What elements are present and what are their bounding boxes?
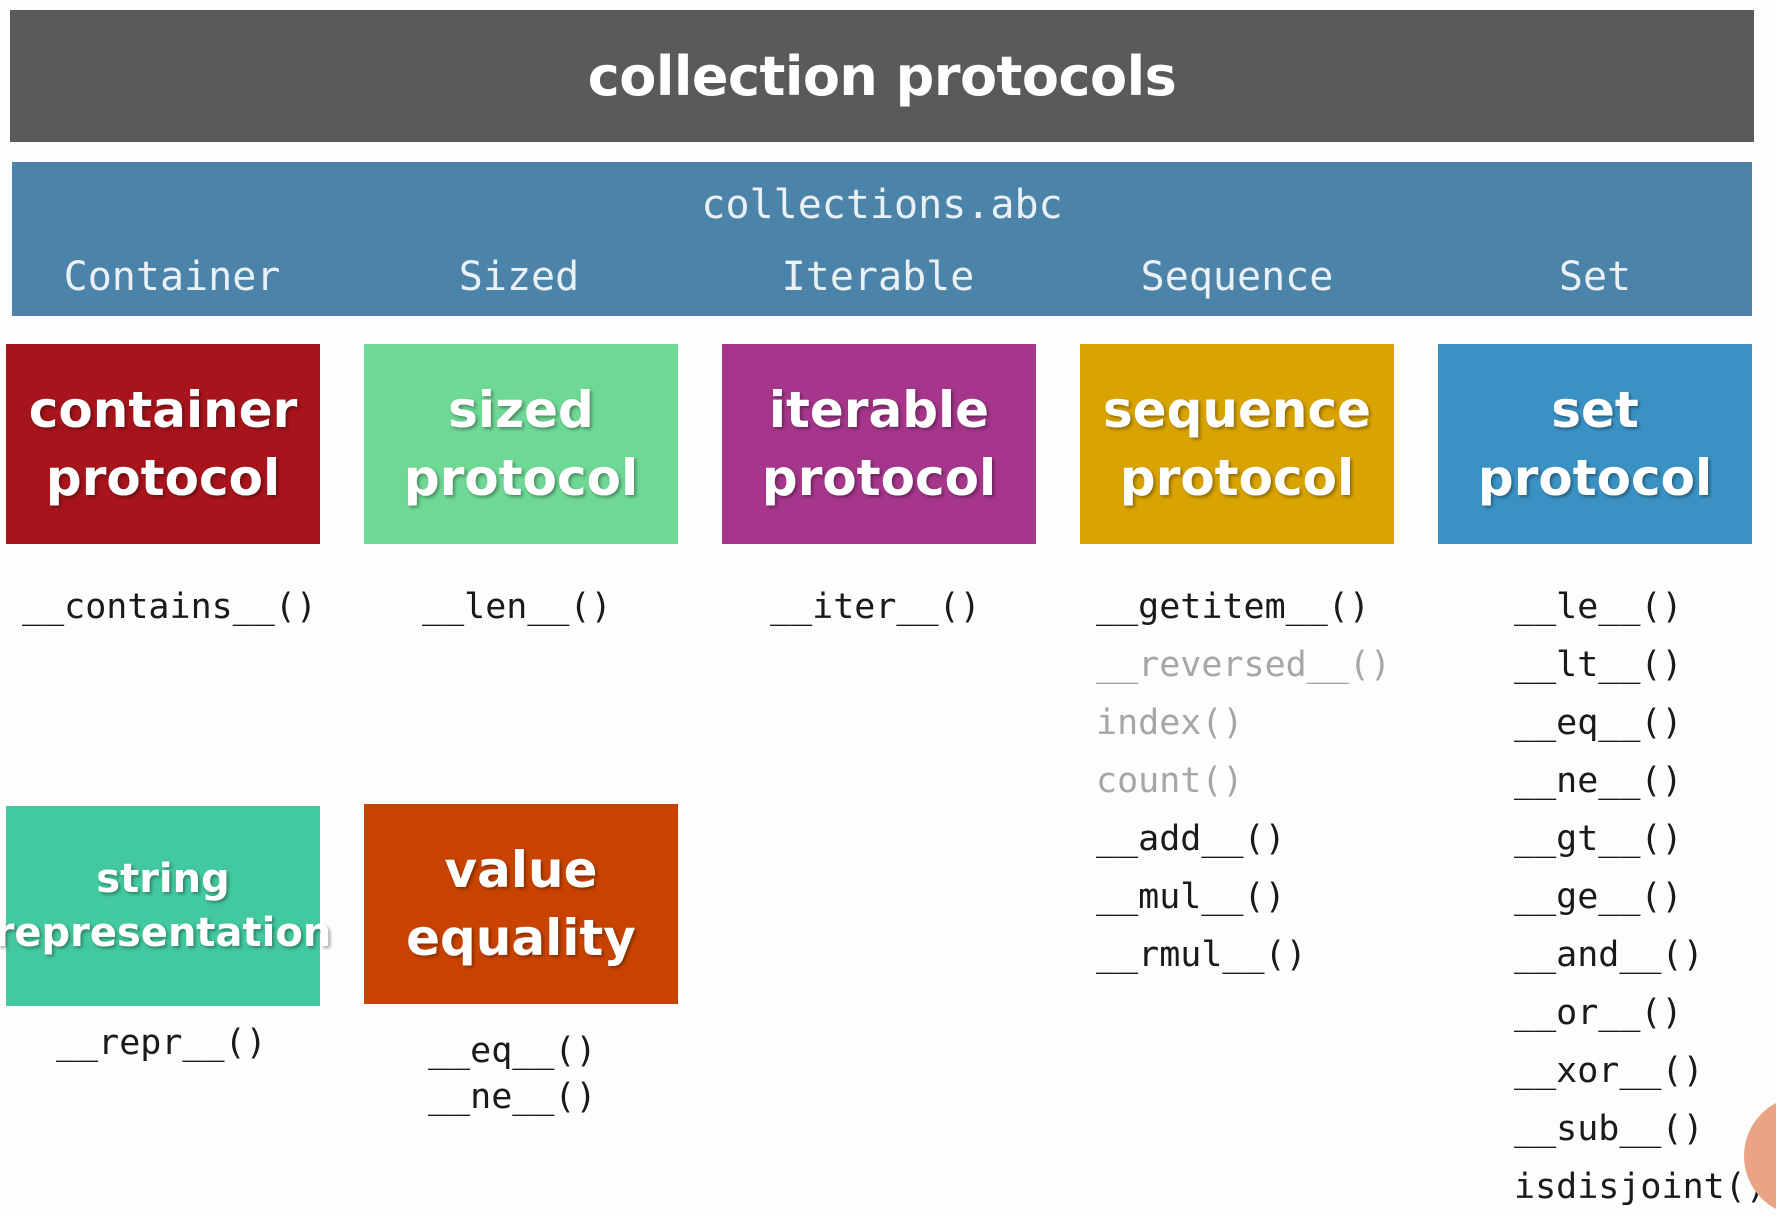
method-item: __and__() — [1514, 935, 1704, 975]
method-item: __mul__() — [1096, 877, 1286, 917]
method-item: index() — [1096, 703, 1244, 743]
sized-methods: __len__() — [422, 578, 612, 636]
sized-protocol-box: sized protocol — [364, 344, 678, 544]
method-item: __eq__() — [428, 1031, 597, 1071]
method-item: __xor__() — [1514, 1051, 1704, 1091]
method-item: __iter__() — [770, 587, 981, 627]
iterable-protocol-box: iterable protocol — [722, 344, 1036, 544]
abc-label-iterable: Iterable — [781, 254, 975, 300]
method-item: __ge__() — [1514, 877, 1683, 917]
method-item: __repr__() — [56, 1023, 267, 1063]
set-protocol-box: set protocol — [1438, 344, 1752, 544]
method-item: __or__() — [1514, 993, 1683, 1033]
method-item: __eq__() — [1514, 703, 1683, 743]
method-item: __rmul__() — [1096, 935, 1307, 975]
abc-label-set: Set — [1558, 254, 1632, 300]
abc-label-container: Container — [63, 254, 281, 300]
container-protocol-box: container protocol — [6, 344, 320, 544]
method-item: __contains__() — [22, 587, 318, 627]
method-item: __lt__() — [1514, 645, 1683, 685]
abc-label-sized: Sized — [458, 254, 580, 300]
method-item: __reversed__() — [1096, 645, 1392, 685]
page-title: collection protocols — [587, 44, 1177, 108]
method-item: __getitem__() — [1096, 587, 1370, 627]
string-representation-box: string representation — [0, 806, 331, 1006]
value-equality-box: value equality — [364, 804, 678, 1004]
iterable-methods: __iter__() — [770, 578, 981, 636]
string-representation-methods: __repr__() — [56, 1014, 267, 1072]
method-item: isdisjoint() — [1514, 1167, 1767, 1207]
title-bar: collection protocols — [10, 10, 1754, 142]
method-item: __ne__() — [1514, 761, 1683, 801]
sequence-protocol-box: sequence protocol — [1080, 344, 1394, 544]
collections-abc-title: collections.abc — [701, 182, 1063, 228]
method-item: __ne__() — [428, 1077, 597, 1117]
set-methods: __le__() __lt__() __eq__() __ne__() __gt__()… — [1514, 578, 1767, 1216]
value-equality-methods: __eq__() __ne__() — [428, 1028, 597, 1120]
sequence-methods: __getitem__() __reversed__() index() count(… — [1096, 578, 1391, 984]
method-item: __add__() — [1096, 819, 1286, 859]
container-methods: __contains__() — [22, 578, 317, 636]
abc-label-sequence: Sequence — [1140, 254, 1334, 300]
method-item: __le__() — [1514, 587, 1683, 627]
method-item: __len__() — [422, 587, 612, 627]
method-item: __gt__() — [1514, 819, 1683, 859]
method-item: count() — [1096, 761, 1244, 801]
method-item: __sub__() — [1514, 1109, 1704, 1149]
collections-abc-bar: collections.abc Container Sized Iterable… — [12, 162, 1752, 316]
